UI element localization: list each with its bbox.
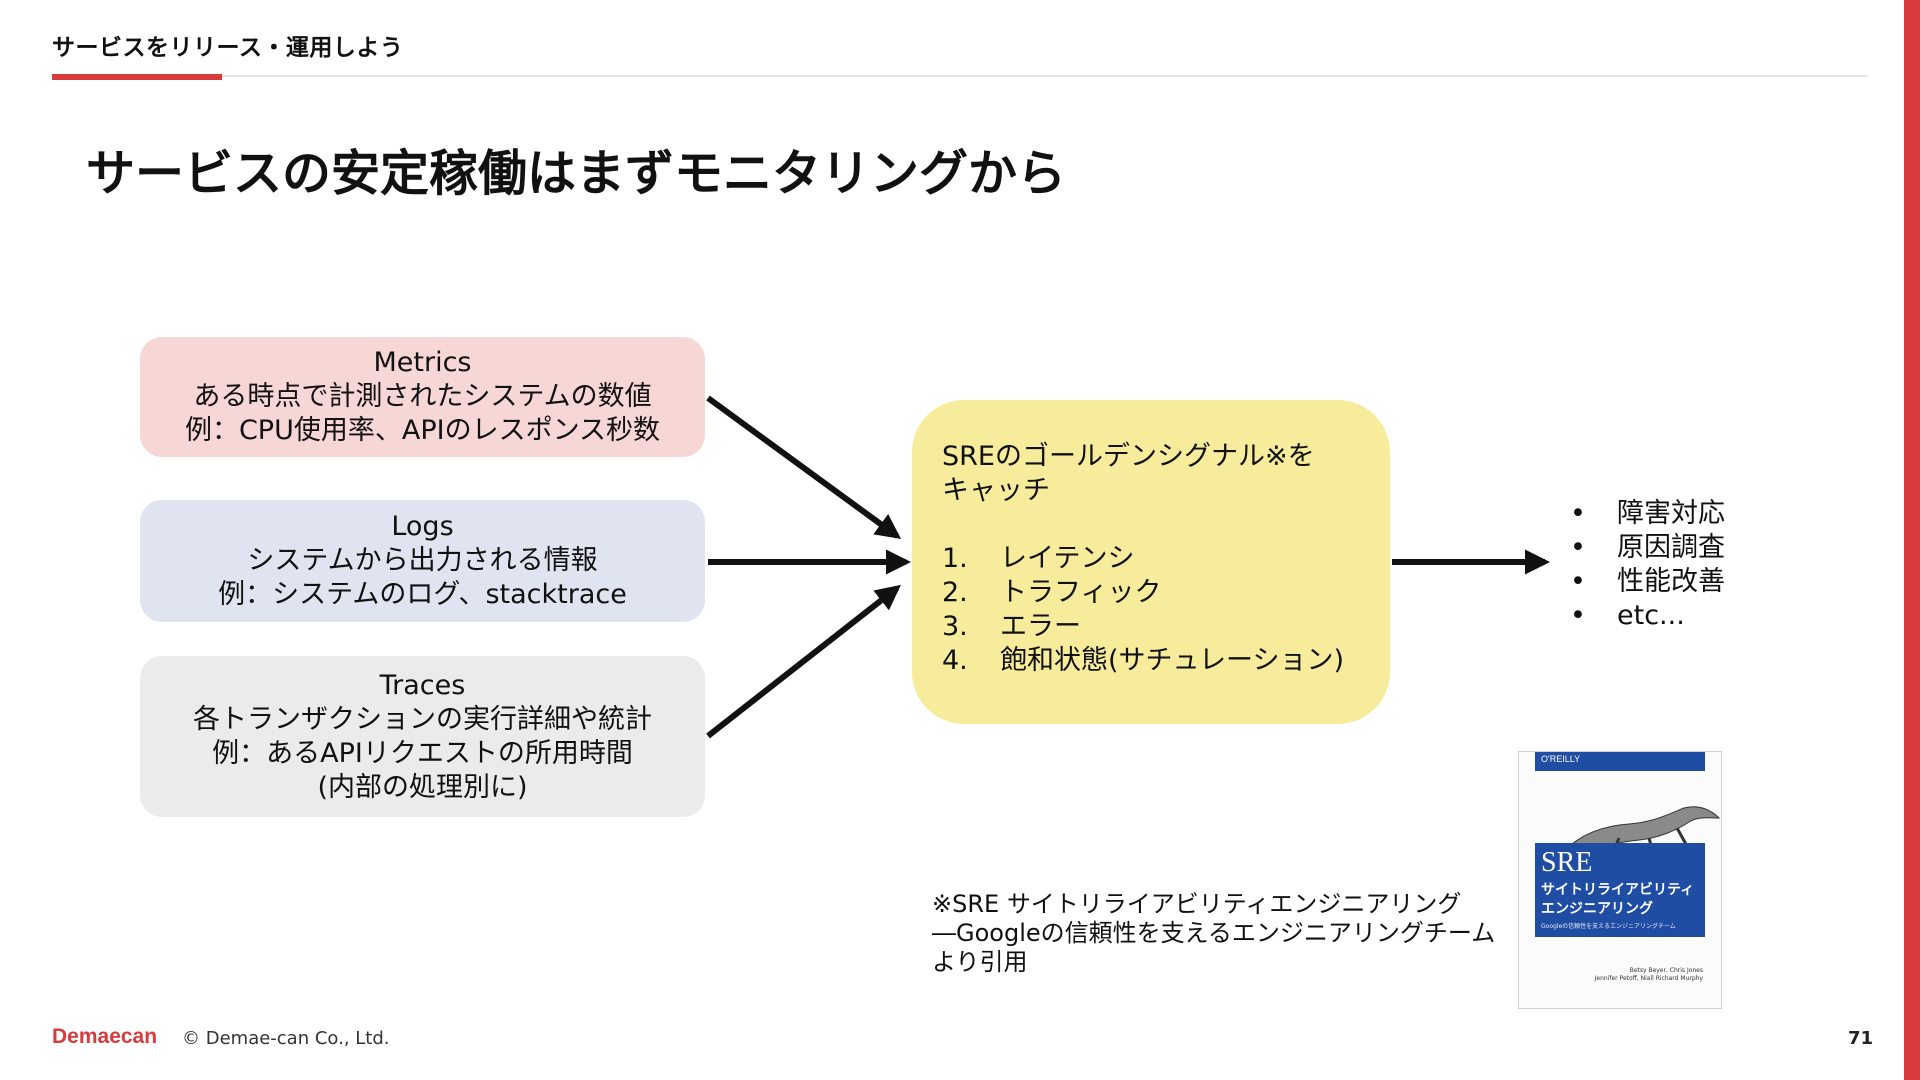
- outcomes-list: • 障害対応 • 原因調査 • 性能改善 • etc...: [1570, 497, 1725, 633]
- outcome-label: 性能改善: [1617, 566, 1725, 597]
- bullet-icon: •: [1570, 566, 1586, 597]
- book-authors-line2: Jennifer Petoff, Niall Richard Murphy: [1594, 975, 1703, 982]
- logs-box: Logs システムから出力される情報 例：システムのログ、stacktrace: [140, 500, 705, 622]
- reference-note-line3: より引用: [932, 948, 1028, 976]
- metrics-title: Metrics: [373, 347, 472, 378]
- section-title: サービスをリリース・運用しよう: [52, 35, 404, 61]
- golden-signal-label: エラー: [1000, 611, 1081, 642]
- logs-example: 例：システムのログ、stacktrace: [218, 579, 627, 610]
- outcome-label: 障害対応: [1617, 498, 1725, 529]
- reference-note: ※SRE サイトリライアビリティエンジニアリング ―Googleの信頼性を支える…: [932, 890, 1495, 977]
- metrics-box: Metrics ある時点で計測されたシステムの数値 例：CPU使用率、APIのレ…: [140, 337, 705, 457]
- golden-signal-item: 3. エラー: [942, 610, 1390, 644]
- traces-title: Traces: [379, 669, 466, 701]
- outcome-label: etc...: [1617, 600, 1685, 631]
- arrow-metrics-to-golden: [706, 395, 902, 539]
- metrics-example: 例：CPU使用率、APIのレスポンス秒数: [184, 415, 661, 446]
- bullet-icon: •: [1570, 600, 1586, 631]
- page-title: サービスの安定稼働はまずモニタリングから: [86, 145, 1067, 202]
- golden-signals-heading-line2: キャッチ: [942, 475, 1050, 506]
- book-publisher-band: [1535, 752, 1705, 771]
- golden-signal-item: 2. トラフィック: [942, 576, 1390, 610]
- golden-signal-item: 4. 飽和状態(サチュレーション): [942, 644, 1390, 678]
- header-accent-underline: [52, 74, 222, 80]
- bullet-icon: •: [1570, 498, 1586, 529]
- reference-note-line1: ※SRE サイトリライアビリティエンジニアリング: [932, 890, 1462, 918]
- logs-title: Logs: [391, 511, 454, 542]
- metrics-description: ある時点で計測されたシステムの数値: [193, 381, 652, 412]
- outcome-item: • 障害対応: [1570, 497, 1725, 531]
- page-number: 71: [1848, 1028, 1874, 1049]
- traces-box: Traces 各トランザクションの実行詳細や統計 例：あるAPIリクエストの所用…: [140, 656, 705, 817]
- book-authors: Betsy Beyer, Chris Jones Jennifer Petoff…: [1595, 967, 1703, 983]
- book-subtitle: Googleの信頼性を支えるエンジニアリングチーム: [1541, 923, 1676, 930]
- right-accent-bar: [1904, 0, 1920, 1080]
- golden-signals-box: SREのゴールデンシグナル※を キャッチ 1. レイテンシ 2. トラフィック …: [912, 400, 1390, 724]
- outcome-item: • 原因調査: [1570, 531, 1725, 565]
- book-title-band: SRE サイトリライアビリティ エンジニアリング Googleの信頼性を支えるエ…: [1535, 843, 1705, 937]
- bullet-icon: •: [1570, 532, 1586, 563]
- arrow-traces-to-golden: [706, 584, 901, 739]
- golden-signal-label: レイテンシ: [1000, 543, 1135, 574]
- book-title-ja-line1: サイトリライアビリティ: [1541, 882, 1695, 898]
- traces-example-note: (内部の処理別に): [317, 771, 528, 803]
- golden-signals-heading-line1: SREのゴールデンシグナル※を: [942, 441, 1315, 472]
- golden-signal-item: 1. レイテンシ: [942, 542, 1390, 576]
- reference-note-line2: ―Googleの信頼性を支えるエンジニアリングチーム: [932, 919, 1496, 947]
- golden-signal-label: トラフィック: [1000, 577, 1162, 608]
- golden-signal-number: 3.: [942, 611, 968, 642]
- golden-signals-list: 1. レイテンシ 2. トラフィック 3. エラー 4. 飽和状態(サチュレーシ…: [942, 542, 1390, 678]
- book-publisher-logo: O'REILLY: [1541, 754, 1581, 764]
- book-cover-image: O'REILLY SRE サイトリライアビリティ エンジニアリング Google…: [1518, 751, 1722, 1009]
- logs-description: システムから出力される情報: [247, 545, 598, 576]
- traces-description: 各トランザクションの実行詳細や統計: [193, 703, 652, 735]
- footer-copyright: © Demae-can Co., Ltd.: [182, 1028, 390, 1049]
- outcome-label: 原因調査: [1617, 532, 1725, 563]
- outcome-item: • 性能改善: [1570, 565, 1725, 599]
- golden-signal-label: 飽和状態(サチュレーション): [1000, 645, 1344, 676]
- golden-signal-number: 4.: [942, 645, 968, 676]
- book-authors-line1: Betsy Beyer, Chris Jones: [1629, 967, 1703, 974]
- golden-signal-number: 1.: [942, 543, 968, 574]
- outcome-item: • etc...: [1570, 599, 1725, 633]
- book-title-en: SRE: [1541, 847, 1593, 878]
- header-divider: [52, 75, 1868, 77]
- book-title-ja-line2: エンジニアリング: [1541, 901, 1653, 917]
- golden-signal-number: 2.: [942, 577, 968, 608]
- traces-example: 例：あるAPIリクエストの所用時間: [212, 737, 633, 769]
- demaecan-logo: Demaecan: [52, 1025, 158, 1048]
